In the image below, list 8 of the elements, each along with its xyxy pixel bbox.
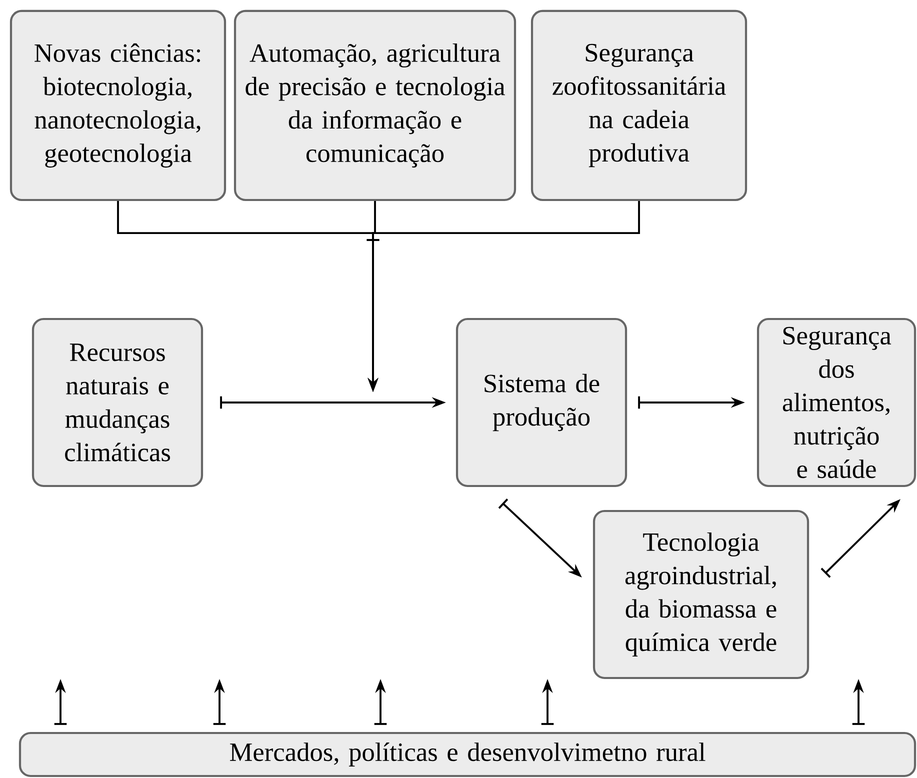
process-box: Segurança dos alimentos, nutrição e saúde xyxy=(756,318,916,488)
process-box: Mercados, políticas e desenvolvimetno rural xyxy=(18,732,916,778)
process-box: Automação, agricultura de precisão e tecnologia da informação e comunicação xyxy=(234,10,516,202)
process-box: Tecnologia agroindustrial, da biomassa e química verde xyxy=(592,510,810,680)
process-box: Recursos naturais e mudanças climáticas xyxy=(32,318,204,488)
process-box: Novas ciências: biotecnologia, nanotecnologia, geotecnologia xyxy=(10,10,226,202)
process-box: Sistema de produção xyxy=(456,318,628,488)
process-box: Segurança zoofitossanitária na cadeia produtiva xyxy=(530,10,748,202)
